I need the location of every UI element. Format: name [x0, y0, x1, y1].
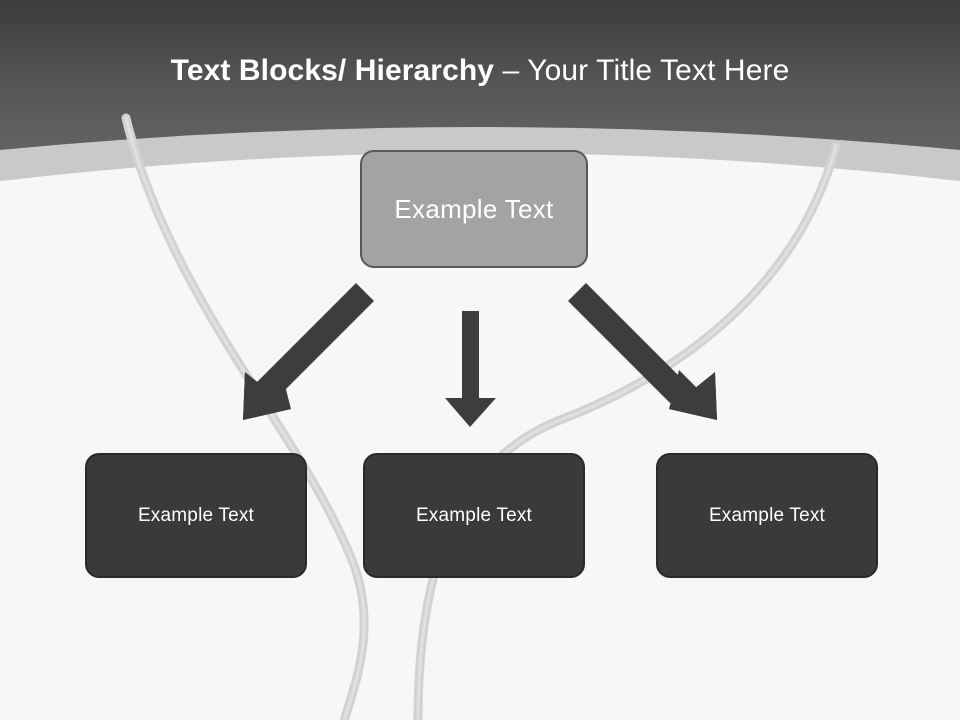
hierarchy-child-box-3[interactable]: Example Text: [656, 453, 878, 578]
slide-title-light: Your Title Text Here: [527, 54, 790, 87]
swoosh-curve-left-highlight: [124, 116, 366, 720]
arrow-right: [568, 283, 717, 420]
arrow-center: [445, 311, 496, 427]
hierarchy-root-box[interactable]: Example Text: [360, 150, 588, 268]
slide-title: Text Blocks/ Hierarchy – Your Title Text…: [0, 52, 960, 90]
arrow-left: [243, 283, 374, 420]
hierarchy-child-label-1: Example Text: [137, 504, 255, 526]
hierarchy-child-label-2: Example Text: [415, 504, 533, 526]
hierarchy-child-box-2[interactable]: Example Text: [363, 453, 585, 578]
hierarchy-child-label-3: Example Text: [708, 504, 826, 526]
swoosh-curve-right-highlight: [416, 144, 838, 720]
slide-title-strong: Text Blocks/ Hierarchy: [170, 54, 495, 87]
hierarchy-child-box-1[interactable]: Example Text: [85, 453, 307, 578]
header-band: [0, 0, 960, 150]
hierarchy-root-label: Example Text: [394, 193, 554, 224]
slide-title-separator: –: [494, 54, 528, 87]
